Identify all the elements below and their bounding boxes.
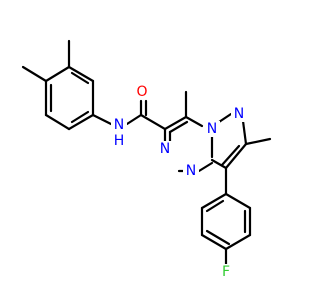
amide-hydrogen-text: H <box>114 133 125 149</box>
bond <box>163 115 188 131</box>
pyrazole-n2-text: N <box>234 106 244 122</box>
bond <box>244 137 272 146</box>
triazine-n-b-label: N <box>183 163 199 179</box>
bond <box>241 119 248 146</box>
molecule-diagram: O N H N N N N <box>21 39 272 280</box>
bond <box>70 110 90 124</box>
bond <box>67 65 95 83</box>
bond <box>44 65 71 83</box>
bond <box>217 112 233 124</box>
bond <box>168 120 189 134</box>
bond <box>200 233 228 251</box>
triazine-n-a-text: N <box>160 141 170 157</box>
bond <box>197 161 214 173</box>
fluorine-label: F <box>218 264 234 280</box>
bond <box>91 113 113 126</box>
bond <box>224 192 252 210</box>
structure-canvas: O N H N N N N <box>21 39 272 280</box>
pyrazole-n2-label: N <box>231 106 247 122</box>
fluorine-text: F <box>222 264 230 280</box>
bond <box>67 113 95 131</box>
bond <box>200 192 228 210</box>
bond <box>224 142 248 170</box>
bond <box>205 229 231 246</box>
bond <box>220 144 241 167</box>
bond <box>21 65 48 83</box>
amide-nh-label: N H <box>111 117 127 149</box>
bond <box>44 113 71 131</box>
amide-nitrogen-text: N <box>114 117 124 133</box>
triazine-n-a-label: N <box>157 141 173 157</box>
bond <box>210 158 228 170</box>
bond-group <box>21 39 272 266</box>
amide-oxygen-text: O <box>136 84 147 100</box>
bond <box>125 113 143 126</box>
bond <box>224 233 252 251</box>
triazine-n-b-text: N <box>186 163 196 179</box>
atom-label-group: O N H N N N N <box>111 83 247 280</box>
bond <box>70 71 90 85</box>
bond <box>205 199 225 213</box>
pyrazole-n1-text: N <box>207 121 217 137</box>
bond <box>184 115 204 128</box>
amide-oxygen-label: O <box>134 83 150 100</box>
pyrazole-n1-label: N <box>204 121 220 137</box>
bond <box>139 113 167 131</box>
